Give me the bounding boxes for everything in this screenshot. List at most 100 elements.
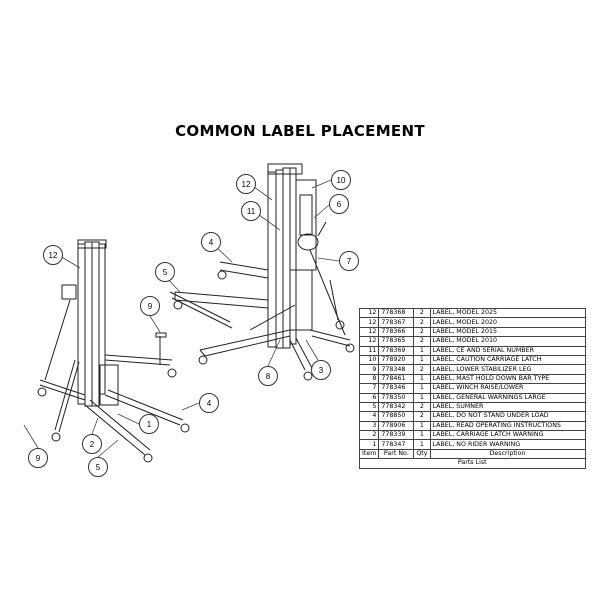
part-no-cell: 778461 <box>378 373 415 385</box>
callout-12: 12 <box>43 245 63 265</box>
description-cell: LABEL, MAST HOLD DOWN BAR TYPE <box>429 373 586 385</box>
part-no-cell: 778339 <box>378 430 415 441</box>
qty-cell: 2 <box>413 411 431 422</box>
item-cell: 2 <box>358 430 380 441</box>
item-cell: 12 <box>358 307 380 319</box>
table-caption-row: Parts List <box>359 458 586 469</box>
part-no-cell: 778365 <box>378 336 415 347</box>
header-qty: Qty <box>413 448 431 460</box>
description-cell: LABEL, MODEL 2025 <box>429 307 586 319</box>
callout-3: 3 <box>311 360 331 380</box>
item-cell: 1 <box>358 439 380 450</box>
description-cell: LABEL, MODEL 2015 <box>429 326 586 338</box>
item-cell: 11 <box>358 345 380 356</box>
right-lift-drawing <box>173 163 355 381</box>
qty-cell: 1 <box>413 345 431 356</box>
callout-9: 9 <box>140 296 160 316</box>
qty-cell: 2 <box>413 326 431 338</box>
qty-cell: 1 <box>413 383 431 394</box>
description-cell: LABEL, GENERAL WARNINGS LARGE <box>429 392 586 403</box>
callout-11: 11 <box>241 201 261 221</box>
callout-5: 5 <box>155 262 175 282</box>
callout-2: 2 <box>82 434 102 454</box>
part-no-cell: 778346 <box>378 383 415 394</box>
qty-cell: 2 <box>413 307 431 319</box>
left-lift-drawing <box>37 239 190 463</box>
callout-8: 8 <box>258 366 278 386</box>
description-cell: LABEL, WINCH RAISE/LOWER <box>429 383 586 394</box>
description-cell: LABEL, SUMNER <box>429 401 586 413</box>
qty-cell: 2 <box>413 401 431 413</box>
item-cell: 5 <box>358 401 380 413</box>
parts-list-caption: Parts List <box>359 458 586 469</box>
header-part-no: Part No. <box>378 448 415 460</box>
item-cell: 12 <box>358 336 380 347</box>
description-cell: LABEL, CAUTION CARRIAGE LATCH <box>429 354 586 366</box>
callout-10: 10 <box>331 170 351 190</box>
header-description: Description <box>429 448 586 460</box>
qty-cell: 2 <box>413 317 431 328</box>
item-cell: 4 <box>358 411 380 422</box>
part-no-cell: 778906 <box>378 420 415 432</box>
page-title: COMMON LABEL PLACEMENT <box>175 122 425 140</box>
part-no-cell: 778350 <box>378 392 415 403</box>
part-no-cell: 778850 <box>378 411 415 422</box>
qty-cell: 1 <box>413 439 431 450</box>
callout-12: 12 <box>236 174 256 194</box>
qty-cell: 1 <box>413 430 431 441</box>
part-no-cell: 778348 <box>378 364 415 375</box>
part-no-cell: 778368 <box>378 307 415 319</box>
item-cell: 3 <box>358 420 380 432</box>
qty-cell: 2 <box>413 336 431 347</box>
description-cell: LABEL, DO NOT STAND UNDER LOAD <box>429 411 586 422</box>
part-no-cell: 778920 <box>378 354 415 366</box>
item-cell: 8 <box>358 373 380 385</box>
item-cell: 10 <box>358 354 380 366</box>
item-cell: 6 <box>358 392 380 403</box>
callout-6: 6 <box>329 194 349 214</box>
callout-1: 1 <box>139 414 159 434</box>
item-cell: 7 <box>358 383 380 394</box>
callout-4: 4 <box>201 232 221 252</box>
part-no-cell: 778342 <box>378 401 415 413</box>
description-cell: LABEL, CARRIAGE LATCH WARNING <box>429 430 586 441</box>
table-header-row: Item Part No. Qty Description <box>358 448 586 460</box>
qty-cell: 1 <box>413 373 431 385</box>
part-no-cell: 778366 <box>378 326 415 338</box>
callout-9: 9 <box>28 448 48 468</box>
qty-cell: 1 <box>413 392 431 403</box>
description-cell: LABEL, CE AND SERIAL NUMBER <box>429 345 586 356</box>
qty-cell: 2 <box>413 364 431 375</box>
item-cell: 12 <box>358 317 380 328</box>
callout-4: 4 <box>199 393 219 413</box>
part-no-cell: 778347 <box>378 439 415 450</box>
loose-leg-drawing <box>169 291 233 329</box>
header-item: Item <box>358 448 380 460</box>
callout-7: 7 <box>339 251 359 271</box>
qty-cell: 1 <box>413 420 431 432</box>
callout-5: 5 <box>88 457 108 477</box>
description-cell: LABEL, LOWER STABILIZER LEG <box>429 364 586 375</box>
description-cell: LABEL, READ OPERATING INSTRUCTIONS <box>429 420 586 432</box>
description-cell: LABEL, MODEL 2020 <box>429 317 586 328</box>
part-no-cell: 778367 <box>378 317 415 328</box>
item-cell: 12 <box>358 326 380 338</box>
item-cell: 9 <box>358 364 380 375</box>
description-cell: LABEL, MODEL 2010 <box>429 336 586 347</box>
description-cell: LABEL, NO RIDER WARNING <box>429 439 586 450</box>
